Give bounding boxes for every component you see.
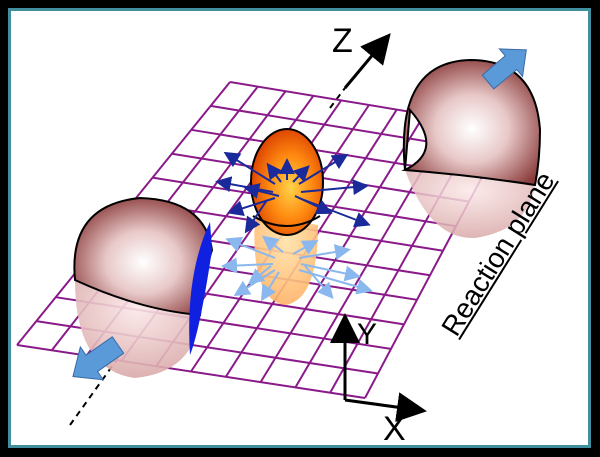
flow-arrow [261, 235, 284, 253]
flow-arrow [300, 263, 361, 282]
nucleus-right [401, 58, 542, 187]
y-axis-label: Y [357, 318, 378, 351]
beam-arrow-left [72, 336, 125, 381]
flow-arrow [292, 240, 319, 255]
flow-arrow [221, 257, 274, 274]
flow-arrow [304, 265, 334, 300]
flow-arrow [298, 244, 351, 260]
spectator-edge [189, 222, 212, 355]
flow-arrow [243, 183, 280, 199]
flow-arrow [227, 197, 276, 216]
flow-arrow [294, 195, 333, 215]
flow-arrow [300, 179, 369, 196]
flow-arrow [247, 265, 272, 285]
flow-arrow [225, 236, 276, 259]
flow-arrow [260, 271, 280, 302]
flow-arrow [244, 199, 268, 234]
beam-arrow-right [481, 48, 527, 90]
x-axis-label: X [383, 410, 406, 448]
x-axis [344, 392, 427, 423]
flow-arrow [292, 165, 310, 183]
nucleus-right-lower [405, 170, 535, 239]
z-axis [343, 33, 391, 89]
z-axis-label: Z [332, 22, 353, 60]
flow-arrow [266, 162, 283, 183]
beam-axis-upper [329, 87, 346, 109]
flow-arrows-light [221, 235, 373, 302]
fireball [250, 128, 324, 236]
flow-arrows-dark [215, 151, 371, 234]
